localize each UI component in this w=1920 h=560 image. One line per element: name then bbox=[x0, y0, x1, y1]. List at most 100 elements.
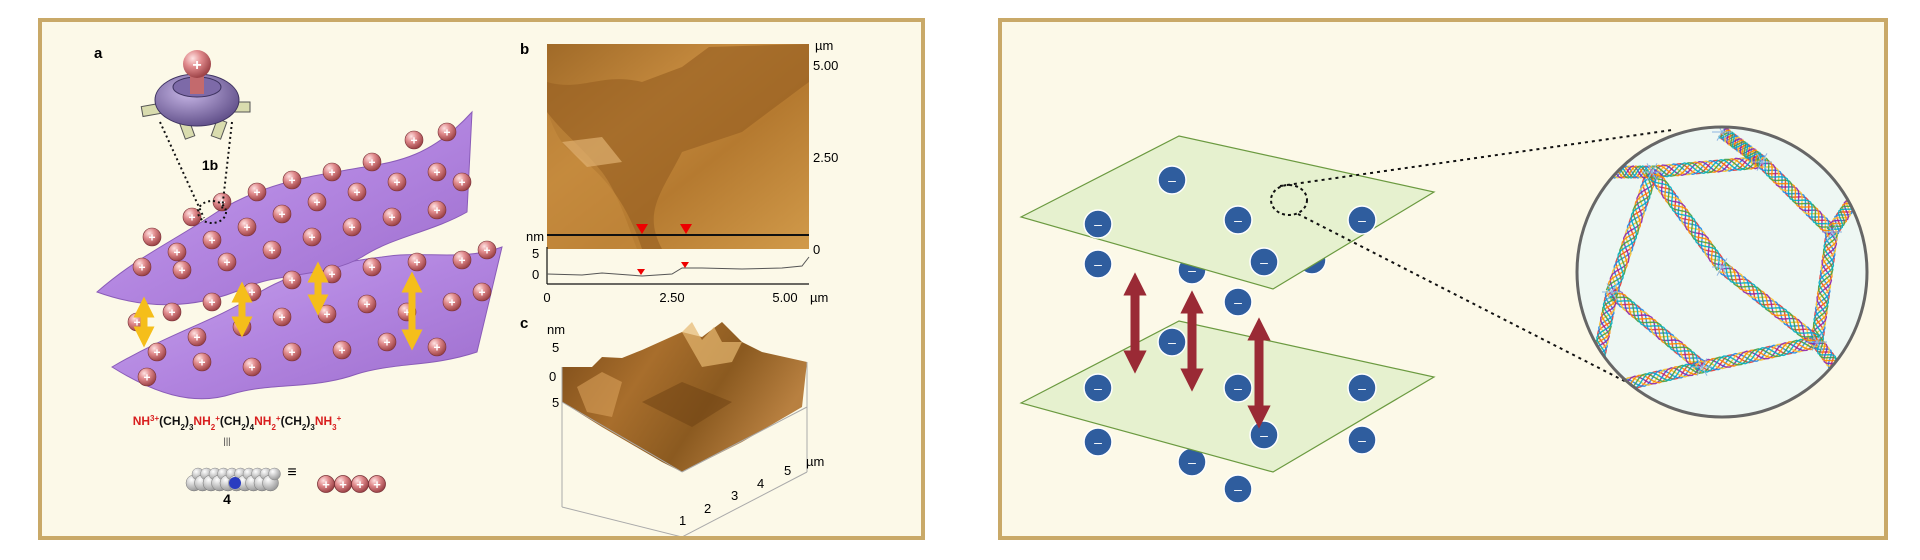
equivalence-bars: ||| bbox=[223, 436, 230, 446]
svg-text:–: – bbox=[1260, 254, 1268, 270]
svg-text:–: – bbox=[1358, 380, 1366, 396]
network-strand bbox=[1720, 129, 1761, 166]
node-strand bbox=[1577, 163, 1583, 173]
anion-bead: – bbox=[1223, 474, 1253, 504]
cation-ball: + bbox=[452, 250, 472, 270]
node-strand bbox=[1651, 171, 1658, 181]
cation-ball: + bbox=[147, 342, 167, 362]
node-strand bbox=[1606, 283, 1613, 293]
node-strand bbox=[1826, 223, 1833, 233]
svg-text:+: + bbox=[433, 341, 440, 355]
node-strand bbox=[1701, 366, 1708, 376]
svg-text:+: + bbox=[458, 176, 465, 190]
network-strand bbox=[1700, 335, 1817, 370]
node-strand bbox=[1577, 171, 1583, 181]
network-strand bbox=[1724, 127, 1766, 164]
network-strand bbox=[1757, 165, 1829, 237]
svg-text:–: – bbox=[1358, 432, 1366, 448]
network-strand bbox=[1723, 128, 1764, 165]
compound-4-label: 4 bbox=[223, 491, 231, 507]
right-figure-panel: –––– ––––– –––– ––––– bbox=[998, 18, 1888, 540]
anion-bead: – bbox=[1083, 249, 1113, 279]
network-strand bbox=[1810, 230, 1837, 342]
node-strand bbox=[1811, 341, 1818, 351]
node-strand bbox=[1872, 172, 1877, 181]
node-strand bbox=[1866, 171, 1867, 181]
svg-text:+: + bbox=[278, 311, 285, 325]
network-strand bbox=[1765, 157, 1837, 229]
cation-ball: + bbox=[282, 170, 302, 190]
network-strand bbox=[1721, 266, 1818, 343]
svg-text:+: + bbox=[368, 156, 375, 170]
svg-text:–: – bbox=[1234, 380, 1242, 396]
svg-text:+: + bbox=[208, 296, 215, 310]
anion-bead: – bbox=[1249, 420, 1279, 450]
network-strand bbox=[1811, 231, 1838, 343]
network-strand bbox=[1811, 232, 1838, 343]
svg-text:+: + bbox=[348, 221, 355, 235]
svg-text:+: + bbox=[178, 264, 185, 278]
left-figure-panel: a ++++++++++++++++++++++++++++++++++++++… bbox=[38, 18, 925, 540]
svg-text:+: + bbox=[198, 356, 205, 370]
chain-cation-sign: + bbox=[322, 477, 330, 492]
afm3d-unit: µm bbox=[806, 454, 824, 469]
afm3d-ztick-top: 5 bbox=[552, 340, 559, 355]
network-strand bbox=[1607, 170, 1655, 292]
molecule-1b: + bbox=[140, 50, 251, 140]
network-strand bbox=[1761, 161, 1833, 233]
svg-text:+: + bbox=[388, 211, 395, 225]
svg-text:–: – bbox=[1234, 212, 1242, 228]
afm3d-nm-label: nm bbox=[547, 322, 565, 337]
cation-ball: + bbox=[187, 327, 207, 347]
cation-ball: + bbox=[242, 282, 262, 302]
afm3d-xtick-1: 1 bbox=[679, 513, 686, 528]
network-strand bbox=[1611, 291, 1703, 368]
height-profile bbox=[546, 247, 810, 285]
cation-ball: + bbox=[172, 260, 192, 280]
node-strand bbox=[1716, 266, 1723, 276]
network-strand bbox=[1701, 337, 1818, 372]
svg-text:–: – bbox=[1188, 262, 1196, 278]
network-strand bbox=[1611, 171, 1653, 293]
anion-bead: – bbox=[1347, 425, 1377, 455]
interlayer-double-arrows bbox=[1123, 272, 1271, 429]
node-strand bbox=[1651, 163, 1658, 173]
svg-text:–: – bbox=[1260, 427, 1268, 443]
network-strand bbox=[1609, 172, 1657, 294]
node-strand bbox=[1756, 161, 1763, 171]
svg-text:–: – bbox=[1168, 172, 1176, 188]
network-strand bbox=[1720, 267, 1816, 345]
network-strand bbox=[1647, 174, 1720, 270]
node-strand bbox=[1856, 401, 1863, 411]
panel-a-label: a bbox=[94, 45, 103, 62]
cation-ball: + bbox=[322, 264, 342, 284]
node-strand bbox=[1586, 383, 1593, 393]
svg-text:–: – bbox=[1234, 481, 1242, 497]
node-strand bbox=[1816, 341, 1823, 351]
svg-text:+: + bbox=[133, 316, 140, 330]
node-strand bbox=[1872, 163, 1877, 172]
chain-cation-sign: + bbox=[356, 477, 364, 492]
atom-sphere bbox=[268, 467, 281, 481]
right-figure-canvas: –––– ––––– –––– ––––– bbox=[1019, 125, 1877, 504]
afm3d-xtick-2: 2 bbox=[704, 501, 711, 516]
cation-ball: + bbox=[347, 182, 367, 202]
chain-cation-sign: + bbox=[373, 477, 381, 492]
magnified-network-view bbox=[1575, 125, 1877, 419]
profile-ytick-5: 5 bbox=[532, 246, 539, 261]
cation-ball: + bbox=[407, 252, 427, 272]
svg-text:+: + bbox=[443, 126, 450, 140]
network-strand bbox=[1702, 341, 1819, 370]
network-strand bbox=[1613, 172, 1657, 294]
svg-text:+: + bbox=[243, 221, 250, 235]
cation-ball: + bbox=[142, 227, 162, 247]
svg-text:+: + bbox=[483, 244, 490, 258]
panel-b-label: b bbox=[520, 41, 529, 58]
svg-text:+: + bbox=[168, 306, 175, 320]
svg-text:–: – bbox=[1234, 294, 1242, 310]
network-strand bbox=[1653, 169, 1725, 267]
nitrogen-atom bbox=[229, 477, 241, 489]
network-strand bbox=[1760, 162, 1831, 235]
node-strand bbox=[1581, 171, 1588, 181]
network-strand bbox=[1656, 168, 1728, 265]
